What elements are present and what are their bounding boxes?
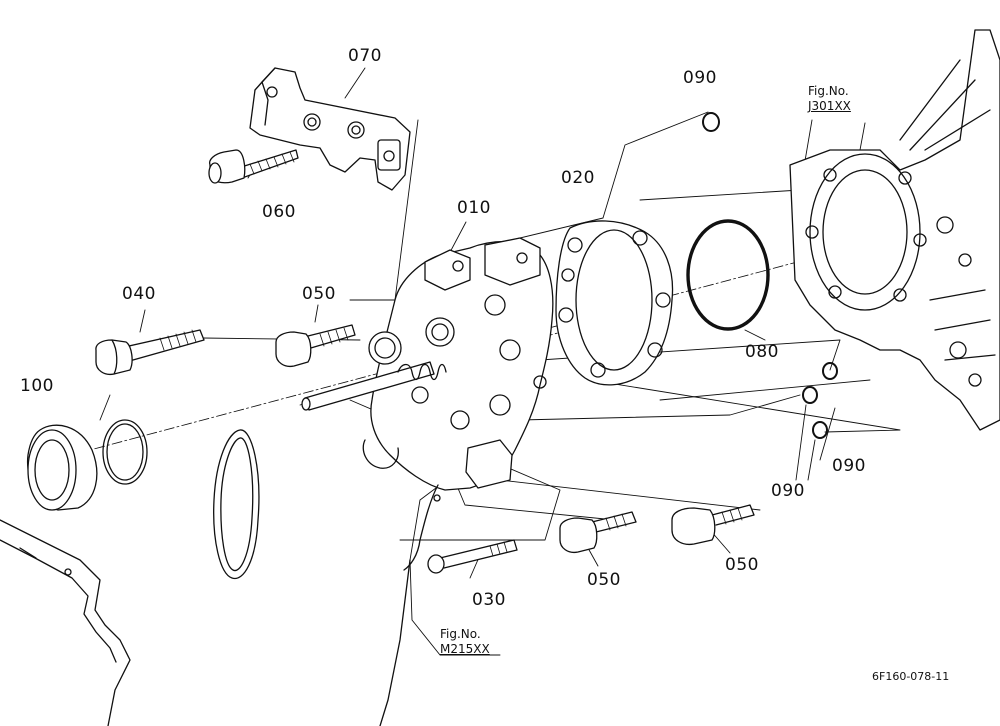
belt-loop [214,430,259,579]
fig-ref-number: M215XX [440,642,490,656]
cover-m215xx [0,485,440,726]
part-label-080: 080 [745,342,779,362]
part-label-090-right: 090 [832,456,866,476]
bolt-050-upper [276,325,355,366]
bracket-070 [250,68,410,190]
part-label-050-lower-mid: 050 [587,570,621,590]
bolt-050-lower-mid [560,512,636,552]
ring-100 [103,420,147,484]
gasket-020 [556,221,673,385]
bolt-040 [96,330,204,374]
o-ring-090-right-a [823,363,837,379]
part-label-030: 030 [472,590,506,610]
fig-ref-number: J301XX [808,99,851,113]
housing-j301xx [790,30,1000,430]
cap-100 [28,425,97,510]
part-label-090-lower: 090 [771,481,805,501]
fig-ref-caption: Fig.No. [808,84,849,98]
o-ring-080 [688,221,768,329]
fig-ref-m215xx: Fig.No. M215XX [440,627,490,657]
part-label-070: 070 [348,46,382,66]
o-ring-090-top [703,113,719,131]
part-label-050-upper: 050 [302,284,336,304]
part-label-090-top: 090 [683,68,717,88]
bolt-030 [428,540,517,573]
bolt-060 [209,150,298,183]
bolt-050-lower-right [672,505,754,544]
part-label-100: 100 [20,376,54,396]
o-ring-090-right-c [813,422,827,438]
drawing-code: 6F160-078-11 [872,670,950,683]
part-label-050-lower-right: 050 [725,555,759,575]
part-label-040: 040 [122,284,156,304]
fig-ref-caption: Fig.No. [440,627,481,641]
part-label-060: 060 [262,202,296,222]
part-label-010: 010 [457,198,491,218]
pump-body-010 [302,238,553,490]
fig-ref-j301xx: Fig.No. J301XX [808,84,851,114]
part-label-020: 020 [561,168,595,188]
o-ring-090-right-b [803,387,817,403]
